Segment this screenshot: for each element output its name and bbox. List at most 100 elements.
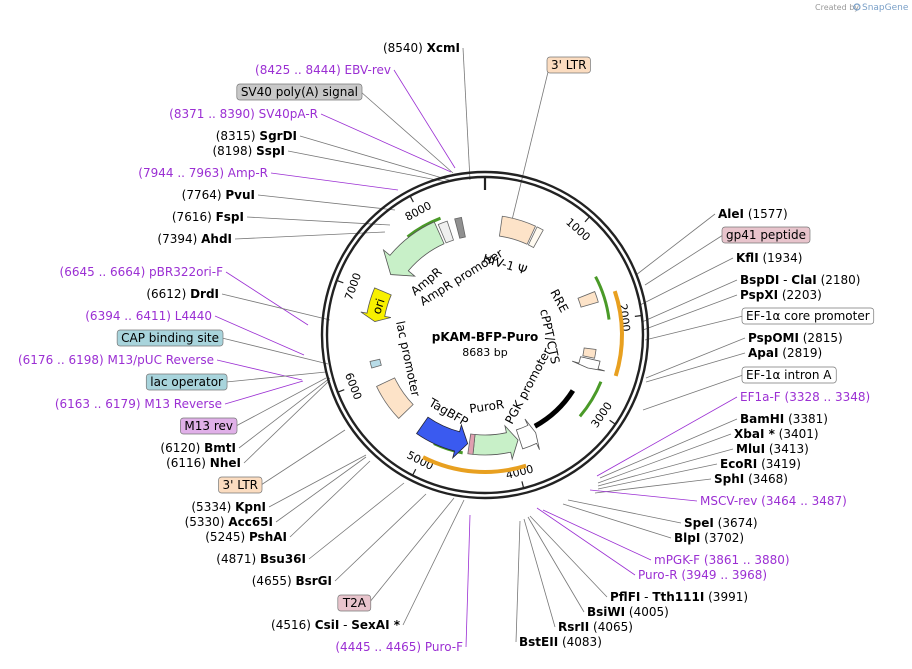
ori-arrow [360,287,392,322]
leader-lines [214,47,746,648]
plasmid-length: 8683 bp [462,346,507,359]
leader-puro-r [536,507,636,576]
feature-tag-t2a-box [337,594,372,612]
plasmid-name: pKAM-BFP-Puro [432,330,539,344]
tick-label: 6000 [342,371,364,402]
feature-tag-ef1a-intron-box [741,366,837,384]
primer-label-pbr322ori-f: (6645 .. 6664) pBR322ori-F [60,265,224,279]
feature-tag-sv40polya: SV40 poly(A) signal [236,83,363,101]
tick-mark [337,389,345,393]
enzyme-label-nhei: (6116) NheI [166,456,241,470]
leader-m13puc [216,359,303,381]
feature-tag-ef1a-core-box [741,307,875,325]
leader-m13rev-tag [235,377,327,427]
ltr-arc-bottom [422,455,527,474]
enzyme-label-drdi: (6612) DrdI [146,287,219,301]
enzyme-label-pvui: (7764) PvuI [182,188,255,202]
leader-amp-r [270,172,399,191]
enzyme-label-bsiwi: BsiWI (4005) [587,605,669,619]
feature-tag-sv40polya-box [236,83,363,101]
tick-mark [521,481,525,489]
feature-tag-t2a-text: T2A [342,596,367,610]
feature-tag-3ltr-left: 3' LTR [218,476,263,494]
enzyme-label-kfli: KflI (1934) [736,251,802,265]
leader-puro-f [465,514,471,648]
enzyme-label-pshai: (5245) PshAI [205,530,287,544]
tick-label: 4000 [504,462,534,481]
leader-sphi [594,478,712,494]
leader-sv40polya [360,91,454,174]
leader-mscv-rev [589,489,698,502]
leader-xcmi [462,47,471,181]
leader-lacop [225,371,327,383]
enzyme-label-blpi: BlpI (3702) [674,531,744,545]
enzyme-label-apai: ApaI (2819) [748,346,822,360]
leader-ahdi [234,231,386,240]
leader-blpi [562,503,672,539]
feature-tag-ef1a-intron: EF-1α intron A [741,366,837,384]
primer-label-puro-f: (4445 .. 4465) Puro-F [335,640,463,654]
primer-label-l4440: (6394 .. 6411) L4440 [85,309,212,323]
green-arc-right [578,381,603,418]
leader-ef1a-f [596,396,738,477]
primer-label-m13rev-primer: (6163 .. 6179) M13 Reverse [55,397,222,411]
cppt-block [582,347,597,359]
label-ori: ori [370,297,388,316]
enzyme-label-bspdi: BspDI - ClaI (2180) [740,273,860,287]
feature-tag-m13rev-tag: M13 rev [180,417,238,435]
enzyme-label-pflfi: PflFI - Tth111I (3991) [610,590,748,604]
feature-tag-lacop: lac operator [145,373,228,391]
leader-sgrdi [299,135,450,181]
leader-bamhi [599,418,738,479]
leader-spei [567,499,682,524]
primer-label-sv40pa-r: (8371 .. 8390) SV40pA-R [169,107,318,121]
leader-acc65i [275,456,367,523]
leader-ef1a-core [644,315,744,341]
tick-label: 7000 [342,271,364,302]
feature-tag-sv40polya-text: SV40 poly(A) signal [241,85,358,99]
leader-bspdi [641,279,738,323]
leader-m13rev-primer [224,380,304,405]
ltr-block-left [376,377,414,419]
primer-label-amp-r: (7944 .. 7963) Amp-R [138,166,268,180]
leader-csii [402,499,465,626]
feature-tag-ef1a-intron-text: EF-1α intron A [746,368,832,382]
leader-xbai [597,433,732,484]
enzyme-label-fspi: (7616) FspI [172,210,244,224]
leader-sspi [287,150,448,183]
snapgene-logo-icon [853,3,861,11]
ef1a-promoter-arc [612,290,624,377]
enzyme-label-ahdi: (7394) AhdI [157,232,232,246]
green-arc-top-left [406,216,442,239]
enzyme-label-bamhi: BamHI (3381) [740,412,828,426]
feature-tag-cap: CAP binding site [116,329,224,347]
tick-label: 8000 [403,199,434,224]
feature-tag-cap-box [116,329,224,347]
brand-text: SnapGene [862,3,909,13]
tick-mark [411,468,417,476]
leader-gp41 [644,234,724,286]
lac-op-block [369,358,382,369]
feature-tag-3ltr-top-box [546,56,591,74]
leader-bsrgi [334,493,427,582]
sv40-block [454,216,466,239]
feature-tag-3ltr-top-text: 3' LTR [551,58,586,72]
tick-label: 3000 [589,400,616,430]
leader-pspxi [642,294,738,331]
primer-label-ebv-rev: (8425 .. 8444) EBV-rev [255,63,391,77]
pgk-promoter-arrow [515,418,540,450]
feature-tag-lacop-text: lac operator [150,375,223,389]
leader-rsrii [523,518,556,628]
leader-ef1a-intron [642,374,744,411]
primer-label-ef1a-f: EF1a-F (3328 .. 3348) [740,390,870,404]
primer-label-m13puc: (6176 .. 6198) M13/pUC Reverse [18,353,214,367]
tick-mark [584,216,591,223]
tagbfp-arrow [416,416,469,460]
leader-bsiwi [527,516,585,613]
leader-kpni [268,454,367,508]
rre-arc [594,275,611,320]
leader-drdi [221,293,331,321]
